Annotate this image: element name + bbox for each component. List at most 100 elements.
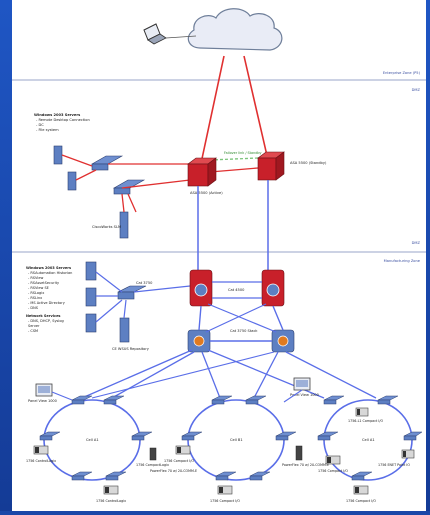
server-link (123, 299, 127, 319)
ciscoworks-label: CiscoWorks SLM (92, 225, 121, 229)
drive-icon (295, 445, 303, 461)
zone-label-enterprise: Enterprise Zone (P5) (383, 71, 421, 75)
mfg-service-item: - RSAssetSecurity (28, 281, 59, 285)
dmz-link (61, 154, 93, 167)
core-cross-link (207, 303, 277, 333)
device-label: PowerFlex 70 w/ 20-COMM-E (150, 469, 197, 473)
mfg-services-title: Windows 2003 Servers (26, 266, 71, 270)
ring-switch-icon (377, 395, 399, 405)
ring-switch-icon (71, 395, 93, 405)
cat4500-label: Cat 4500 (228, 288, 245, 292)
cat4500-switch-icon (261, 269, 285, 307)
ring-switch-icon (215, 471, 237, 481)
wsus-label: CE WSUS Repository (112, 347, 150, 351)
server-link (95, 271, 123, 293)
asa-active-label: ASA 5500 (Active) (190, 191, 223, 195)
server-icon (53, 145, 63, 165)
core-cross-link (205, 303, 267, 333)
failover-link (209, 157, 259, 161)
ring-a-label: Cell A1 (86, 438, 99, 442)
ring-switch-icon (181, 431, 203, 441)
plc-icon (217, 485, 233, 495)
failover-label: Failover link / Standby (224, 151, 262, 155)
ring-c-label: Cell A1 (362, 438, 375, 442)
laptop-icon (143, 23, 167, 45)
net-services-title: Network Services (26, 314, 61, 318)
ring-switch-icon (351, 471, 373, 481)
wan-link-standby (243, 55, 269, 161)
server-link (95, 299, 123, 323)
server-icon (85, 287, 97, 307)
plc-icon (103, 485, 119, 495)
firewall-active-icon (187, 157, 217, 187)
ring-switch-icon (71, 471, 93, 481)
server-icon (85, 313, 97, 333)
mfg-service-item: - DNS (28, 306, 39, 310)
dmz-service-item: - DC (36, 123, 44, 127)
cat3750-left-label: Cat 3750 (136, 281, 153, 285)
ring-switch-icon (249, 471, 271, 481)
laptop-link (165, 35, 197, 39)
dmz-link (121, 193, 125, 213)
device-label: 1756 ControlLogix (96, 499, 126, 503)
plc-icon (149, 447, 157, 461)
core-to-stack-link (198, 305, 202, 331)
dmz-link (75, 169, 97, 181)
ring-switch-icon (211, 395, 233, 405)
stack-ring-link (81, 349, 193, 399)
zone-label-dmz: DMZ (412, 88, 421, 92)
panel-link (283, 389, 303, 403)
ring-switch-icon (317, 431, 339, 441)
stack-ring-link (111, 351, 195, 399)
plc-icon (175, 445, 191, 455)
zone-label-dmz-bottom: DMZ (412, 241, 421, 245)
device-label: 1756 ENET Point IO (378, 463, 410, 467)
plc-icon (355, 407, 369, 417)
server-icon (85, 261, 97, 281)
ring-switch-icon (105, 471, 127, 481)
firewall-interlink (209, 167, 259, 173)
cat3750-core-label: Cat 3750 Stack (230, 329, 258, 333)
net-service-item: - DNS, DHCP, Syslog (28, 319, 64, 323)
panelview-left-label: Panel View 1000 (28, 399, 57, 403)
internet-cloud-icon (187, 8, 283, 51)
net-service-item: - CSM (28, 329, 38, 333)
dmz-switch-icon (90, 155, 124, 171)
server-icon (67, 171, 77, 191)
device-label: 1756 ControlLogix (26, 459, 56, 463)
stack-ring-link (253, 351, 279, 399)
mfg-service-item: - RSView (28, 276, 43, 280)
dmz-service-item: - Remote Desktop Connection (36, 118, 90, 122)
ring-switch-icon (245, 395, 267, 405)
device-label: 1756 CompactLogix (136, 463, 169, 467)
ring-switch-icon (275, 431, 297, 441)
mfg-service-item: - RSLinx (28, 296, 42, 300)
panelview-right-label: Panel View 1000 (290, 393, 319, 397)
ring-switch-icon (131, 431, 153, 441)
plc-icon (325, 455, 341, 465)
mfg-service-item: - RSLogix (28, 291, 44, 295)
panelview-icon (293, 377, 311, 391)
stack-ring-link (91, 351, 275, 399)
dmz-service-item: - File system (36, 128, 59, 132)
device-label: PowerFlex 70 w/ 20-COMM-E (282, 463, 329, 467)
mfg-services-list: Windows 2003 Servers - RSAutomation Hist… (26, 266, 72, 333)
ring-switch-icon (39, 431, 61, 441)
stack-ring-link (201, 351, 221, 399)
cat3750-stack-icon (187, 329, 211, 353)
ring-switch-icon (323, 395, 345, 405)
device-label: 1756 Compact I/O (164, 459, 194, 463)
ring-b-label: Cell B1 (230, 438, 243, 442)
wan-link-active (199, 55, 225, 169)
dmz-services-title: Windows 2003 Servers (34, 113, 80, 117)
panel-link (51, 391, 73, 401)
ring-switch-icon (403, 431, 423, 441)
stack-ring-link (285, 351, 377, 399)
ring-switch-icon (103, 395, 125, 405)
mfg-service-item: - MS Active Directory (28, 301, 65, 305)
panelview-icon (35, 383, 53, 397)
cat3750-switch-icon (117, 285, 147, 300)
firewall-standby-icon (257, 151, 285, 181)
asa-standby-label: ASA 5500 (Standby) (290, 161, 327, 165)
plc-icon (401, 449, 415, 459)
